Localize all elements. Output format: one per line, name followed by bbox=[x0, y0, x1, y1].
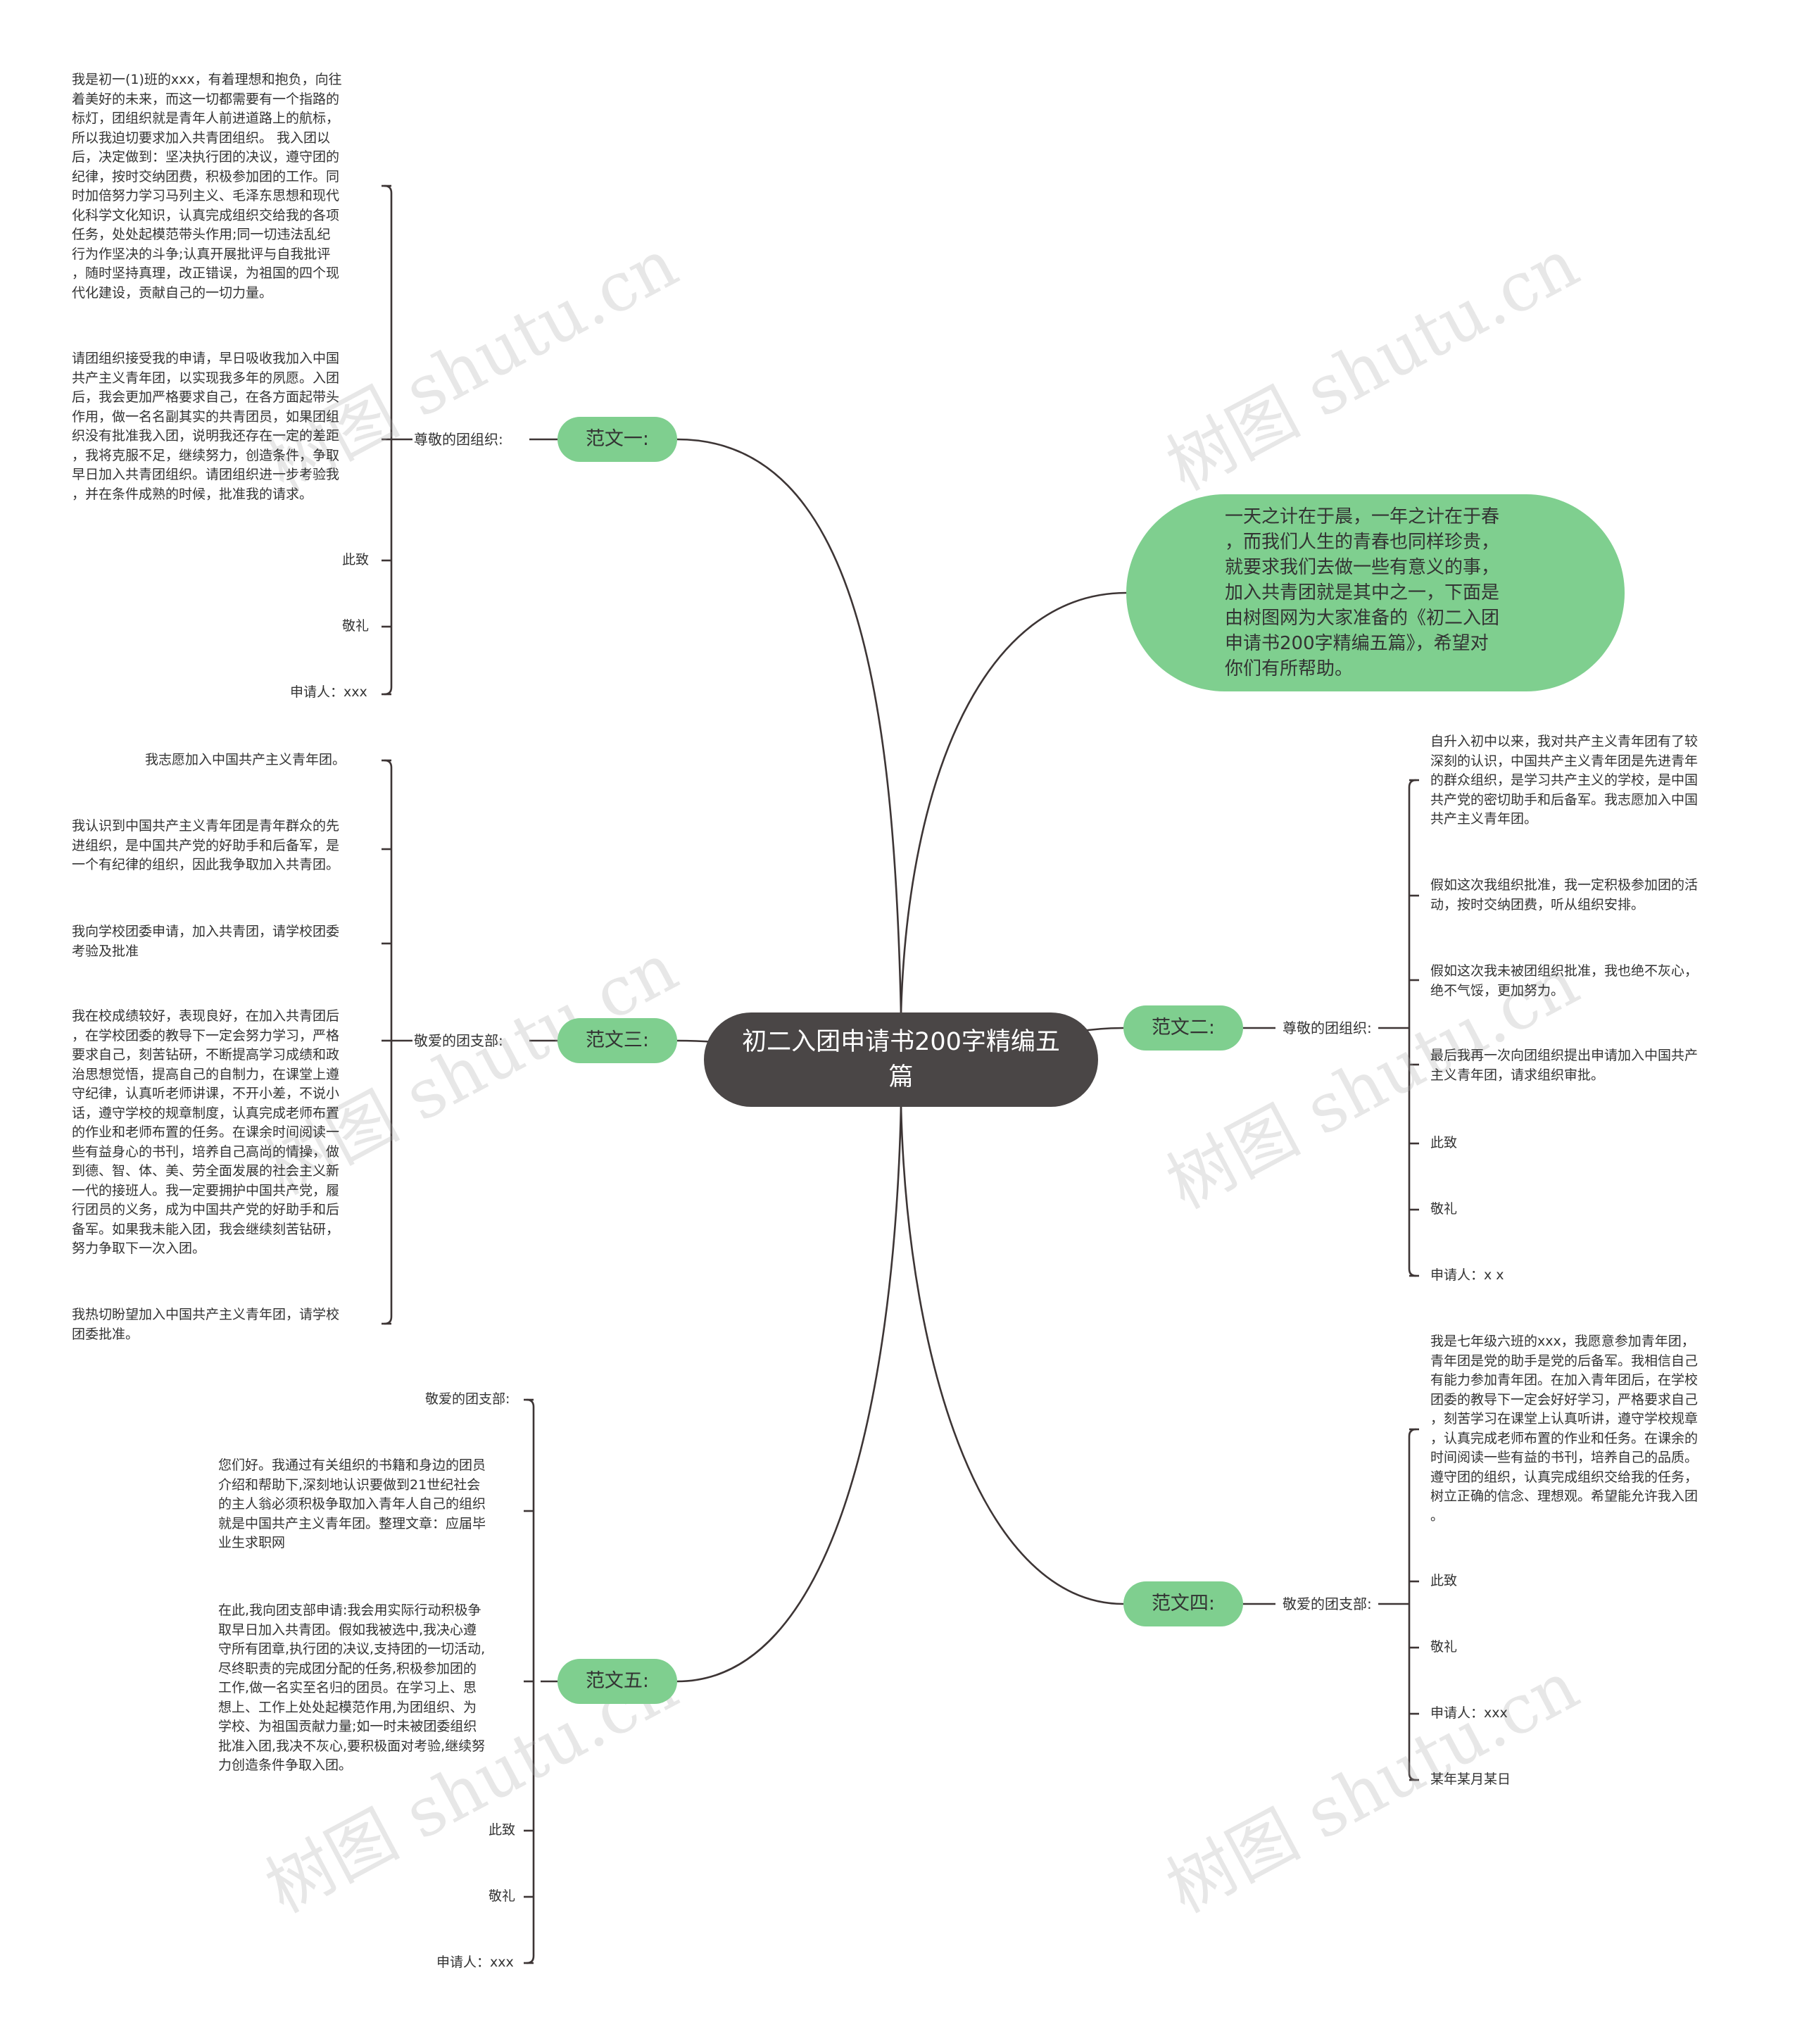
branch-4-greeting[interactable]: 敬爱的团支部: bbox=[1283, 1595, 1372, 1612]
bracket-branch-3-spine bbox=[384, 759, 393, 1325]
branch-2-leaf-7[interactable]: 申请人：x x bbox=[1430, 1267, 1504, 1283]
branch-5-leaf-2[interactable]: 您们好。我通过有关组织的书籍和身边的团员 介绍和帮助下,深刻地认识要做到21世纪… bbox=[218, 1457, 486, 1550]
branch-5-node[interactable]: 范文五: bbox=[557, 1659, 677, 1704]
connector-root-branch-1 bbox=[676, 438, 902, 1013]
branch-1-leaf-4[interactable]: 敬礼 bbox=[342, 618, 370, 634]
branch-5-leaf-1[interactable]: 敬爱的团支部: bbox=[425, 1391, 510, 1407]
branch-2-leaf-6[interactable]: 敬礼 bbox=[1430, 1201, 1458, 1217]
branch-1-leaf-5[interactable]: 申请人：xxx bbox=[290, 684, 367, 700]
branch-5-leaf-5[interactable]: 敬礼 bbox=[489, 1888, 516, 1904]
connector-root-intro bbox=[900, 591, 1127, 1013]
branch-5-leaf-3[interactable]: 在此,我向团支部申请:我会用实际行动积极争 取早日加入共青团。假如我被选中,我决… bbox=[218, 1603, 486, 1773]
branch-4-leaf-4[interactable]: 申请人：xxx bbox=[1430, 1705, 1508, 1721]
connector-root-branch-4 bbox=[900, 1106, 1124, 1605]
branch-3-node[interactable]: 范文三: bbox=[557, 1018, 677, 1063]
branch-3-greeting[interactable]: 敬爱的团支部: bbox=[414, 1032, 503, 1049]
branch-5-leaf-4[interactable]: 此致 bbox=[489, 1822, 516, 1838]
branch-4-node[interactable]: 范文四: bbox=[1123, 1581, 1243, 1626]
branch-4-leaf-3[interactable]: 敬礼 bbox=[1430, 1639, 1458, 1655]
branch-3-leaf-5[interactable]: 我热切盼望加入中国共产主义青年团，请学校 团委批准。 bbox=[72, 1307, 340, 1342]
branch-2-leaf-3[interactable]: 假如这次我未被团组织批准，我也绝不灰心， 绝不气馁，更加努力。 bbox=[1430, 963, 1699, 998]
branch-1-greeting[interactable]: 尊敬的团组织: bbox=[414, 431, 503, 448]
branch-3-leaf-4[interactable]: 我在校成绩较好，表现良好，在加入共青团后 ，在学校团委的教导下一定会努力学习，严… bbox=[72, 1008, 340, 1256]
branch-2-leaf-4[interactable]: 最后我再一次向团组织提出申请加入中国共产 主义青年团，请求组织审批。 bbox=[1430, 1048, 1699, 1083]
connector-root-branch-5 bbox=[676, 1106, 902, 1683]
root-topic[interactable]: 初二入团申请书200字精编五篇 bbox=[704, 1012, 1098, 1107]
branch-3-leaf-1[interactable]: 我志愿加入中国共产主义青年团。 bbox=[145, 752, 346, 767]
branch-2-leaf-5[interactable]: 此致 bbox=[1430, 1135, 1458, 1150]
branch-4-leaf-5[interactable]: 某年某月某日 bbox=[1430, 1772, 1511, 1787]
branch-3-leaf-3[interactable]: 我向学校团委申请，加入共青团，请学校团委 考验及批准 bbox=[72, 924, 340, 959]
branch-1-leaf-3[interactable]: 此致 bbox=[342, 552, 370, 568]
branch-2-leaf-1[interactable]: 自升入初中以来，我对共产主义青年团有了较 深刻的认识，中国共产主义青年团是先进青… bbox=[1430, 734, 1699, 827]
intro-node[interactable]: 一天之计在于晨，一年之计在于春 ，而我们人生的青春也同样珍贵， 就要求我们去做一… bbox=[1126, 494, 1625, 691]
branch-4-leaf-2[interactable]: 此致 bbox=[1430, 1573, 1458, 1588]
branch-4-leaf-1[interactable]: 我是七年级六班的xxx，我愿意参加青年团， 青年团是党的助手是党的后备军。我相信… bbox=[1430, 1334, 1699, 1524]
branch-1-leaf-1[interactable]: 我是初一(1)班的xxx，有着理想和抱负，向往 着美好的未来，而这一切都需要有一… bbox=[72, 72, 342, 301]
branch-1-leaf-2[interactable]: 请团组织接受我的申请，早日吸收我加入中国 共产主义青年团，以实现我多年的夙愿。入… bbox=[72, 351, 340, 502]
branch-1-node[interactable]: 范文一: bbox=[557, 417, 677, 462]
branch-2-leaf-2[interactable]: 假如这次我组织批准，我一定积极参加团的活 动，按时交纳团费，听从组织安排。 bbox=[1430, 877, 1699, 913]
branch-5-leaf-6[interactable]: 申请人：xxx bbox=[436, 1955, 514, 1970]
branch-2-greeting[interactable]: 尊敬的团组织: bbox=[1283, 1020, 1372, 1036]
bracket-branch-2-spine bbox=[1408, 779, 1417, 1277]
bracket-branch-4-spine bbox=[1408, 1428, 1417, 1781]
branch-2-node[interactable]: 范文二: bbox=[1123, 1005, 1243, 1051]
branch-3-leaf-2[interactable]: 我认识到中国共产主义青年团是青年群众的先 进组织，是中国共产党的好助手和后备军，… bbox=[72, 818, 340, 872]
